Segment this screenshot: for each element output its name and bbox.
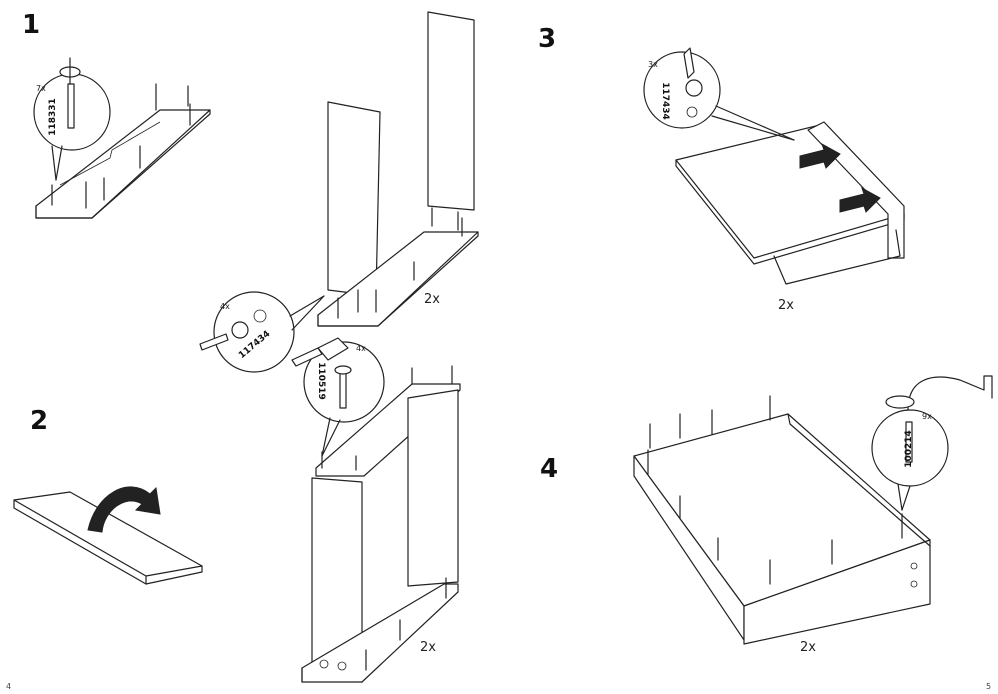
qty-label-step1-panels: 2x <box>424 292 440 307</box>
dowel-detail-circle <box>33 57 111 181</box>
step1-frame-assembly <box>301 365 461 683</box>
step4-drawer <box>633 395 931 645</box>
step1-base-panel <box>35 83 211 219</box>
page-number-left: 4 <box>6 682 12 691</box>
qty-label-step3: 2x <box>778 298 794 313</box>
qty-label-step1-frame: 2x <box>420 640 436 655</box>
step-number-3: 3 <box>538 24 557 54</box>
step3-drawer-bottom <box>675 121 905 285</box>
screw-count: 9x <box>922 412 932 421</box>
dowel-count: 7x <box>36 84 46 93</box>
cam-bolt-count: 4x <box>356 344 366 353</box>
step1-side-panels <box>317 11 479 327</box>
page-number-right: 5 <box>986 682 992 691</box>
cam-lock-step3-part-code: 117434 <box>659 82 670 120</box>
step2-flip-panel <box>13 486 203 585</box>
step-number-2: 2 <box>30 406 49 436</box>
step-number-1: 1 <box>22 10 41 40</box>
screw-detail-circle <box>871 375 993 511</box>
cam-lock-step1-count: 4x <box>220 302 230 311</box>
screw-part-code: 100214 <box>903 430 914 468</box>
cam-bolt-detail-circle <box>291 337 385 457</box>
step-number-4: 4 <box>540 454 559 484</box>
cam-lock-detail-circle-step1 <box>199 291 325 373</box>
dowel-part-code: 118331 <box>47 98 58 136</box>
cam-lock-step3-count: 3x <box>648 60 658 69</box>
cam-bolt-part-code: 110519 <box>315 362 326 400</box>
qty-label-step4: 2x <box>800 640 816 655</box>
cam-lock-detail-circle-step3 <box>643 47 795 141</box>
